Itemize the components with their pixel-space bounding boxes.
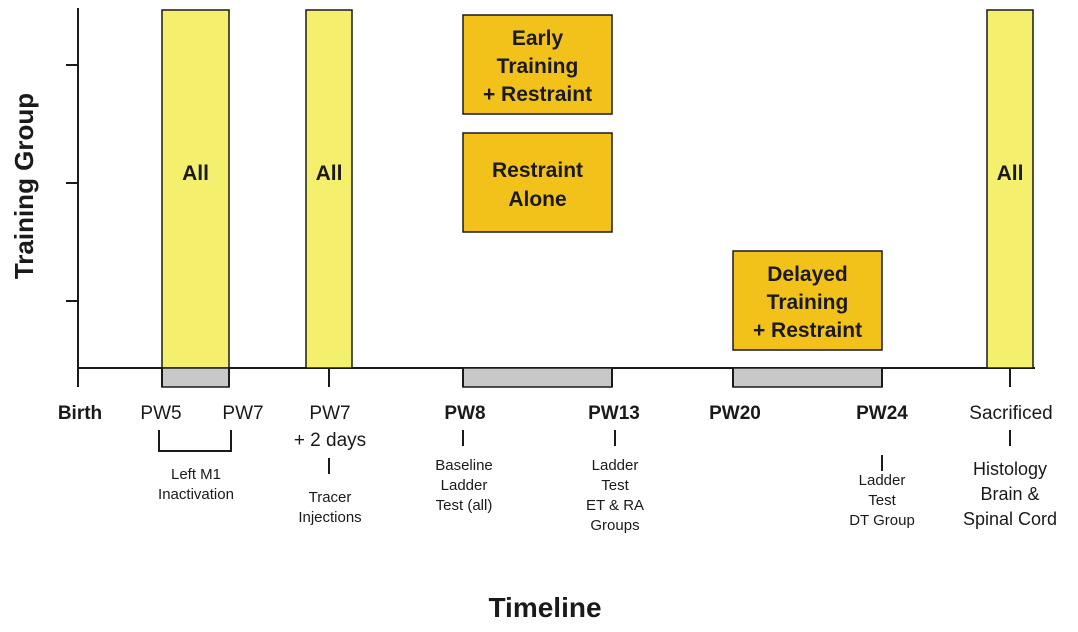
all-bar-label: All — [316, 162, 343, 185]
group-label-line: + Restraint — [753, 319, 862, 342]
label-birth: Birth — [58, 403, 102, 424]
label-pw20: PW20 — [709, 403, 761, 424]
event-text: Test — [868, 492, 896, 509]
group-label-line: + Restraint — [483, 83, 592, 106]
event-text: Test — [601, 477, 629, 494]
label-sacrificed: Sacrificed — [969, 403, 1052, 424]
x-axis-label: Timeline — [488, 592, 601, 623]
label-pw24: PW24 — [856, 403, 908, 424]
y-axis-label: Training Group — [9, 93, 39, 279]
interval-pw8-pw13 — [462, 367, 613, 388]
group-label-line: Training — [767, 291, 849, 314]
group-label-line: Delayed — [767, 263, 848, 286]
event-text: Test (all) — [436, 497, 493, 514]
event-text: Groups — [590, 517, 639, 534]
label-pw7: PW7 — [222, 403, 263, 424]
event-text: Spinal Cord — [963, 509, 1057, 529]
event-text: Injections — [298, 509, 361, 526]
label-pw7-2days: + 2 days — [294, 430, 366, 451]
early-training-box — [462, 14, 613, 115]
all-bar-pw7-2days — [305, 9, 353, 369]
event-text: Left M1 — [171, 466, 221, 483]
all-bar-label: All — [997, 162, 1024, 185]
label-pw8: PW8 — [444, 403, 485, 424]
restraint-alone-box — [462, 132, 613, 233]
group-label-line: Restraint — [492, 159, 583, 182]
label-pw5: PW5 — [140, 403, 181, 424]
group-label-line: Early — [512, 27, 564, 50]
event-text: Ladder — [592, 457, 639, 474]
event-text: Inactivation — [158, 486, 234, 503]
event-text: Tracer — [309, 489, 352, 506]
interval-pw20-pw24 — [732, 367, 883, 388]
event-text: DT Group — [849, 512, 915, 529]
inactivation-bracket — [158, 430, 232, 452]
label-pw7-2days: PW7 — [309, 403, 350, 424]
all-bar-pw5-pw7 — [161, 9, 230, 369]
event-text: Ladder — [859, 472, 906, 489]
interval-pw5-pw7 — [161, 367, 230, 388]
event-text: Ladder — [441, 477, 488, 494]
label-pw13: PW13 — [588, 403, 640, 424]
event-text: Histology — [973, 459, 1047, 479]
event-text: Brain & — [980, 484, 1039, 504]
all-bar-sacrificed — [986, 9, 1034, 369]
all-bar-label: All — [182, 162, 209, 185]
event-text: ET & RA — [586, 497, 644, 514]
group-label-line: Training — [497, 55, 579, 78]
group-label-line: Alone — [508, 188, 566, 211]
delayed-training-box — [732, 250, 883, 351]
event-text: Baseline — [435, 457, 493, 474]
